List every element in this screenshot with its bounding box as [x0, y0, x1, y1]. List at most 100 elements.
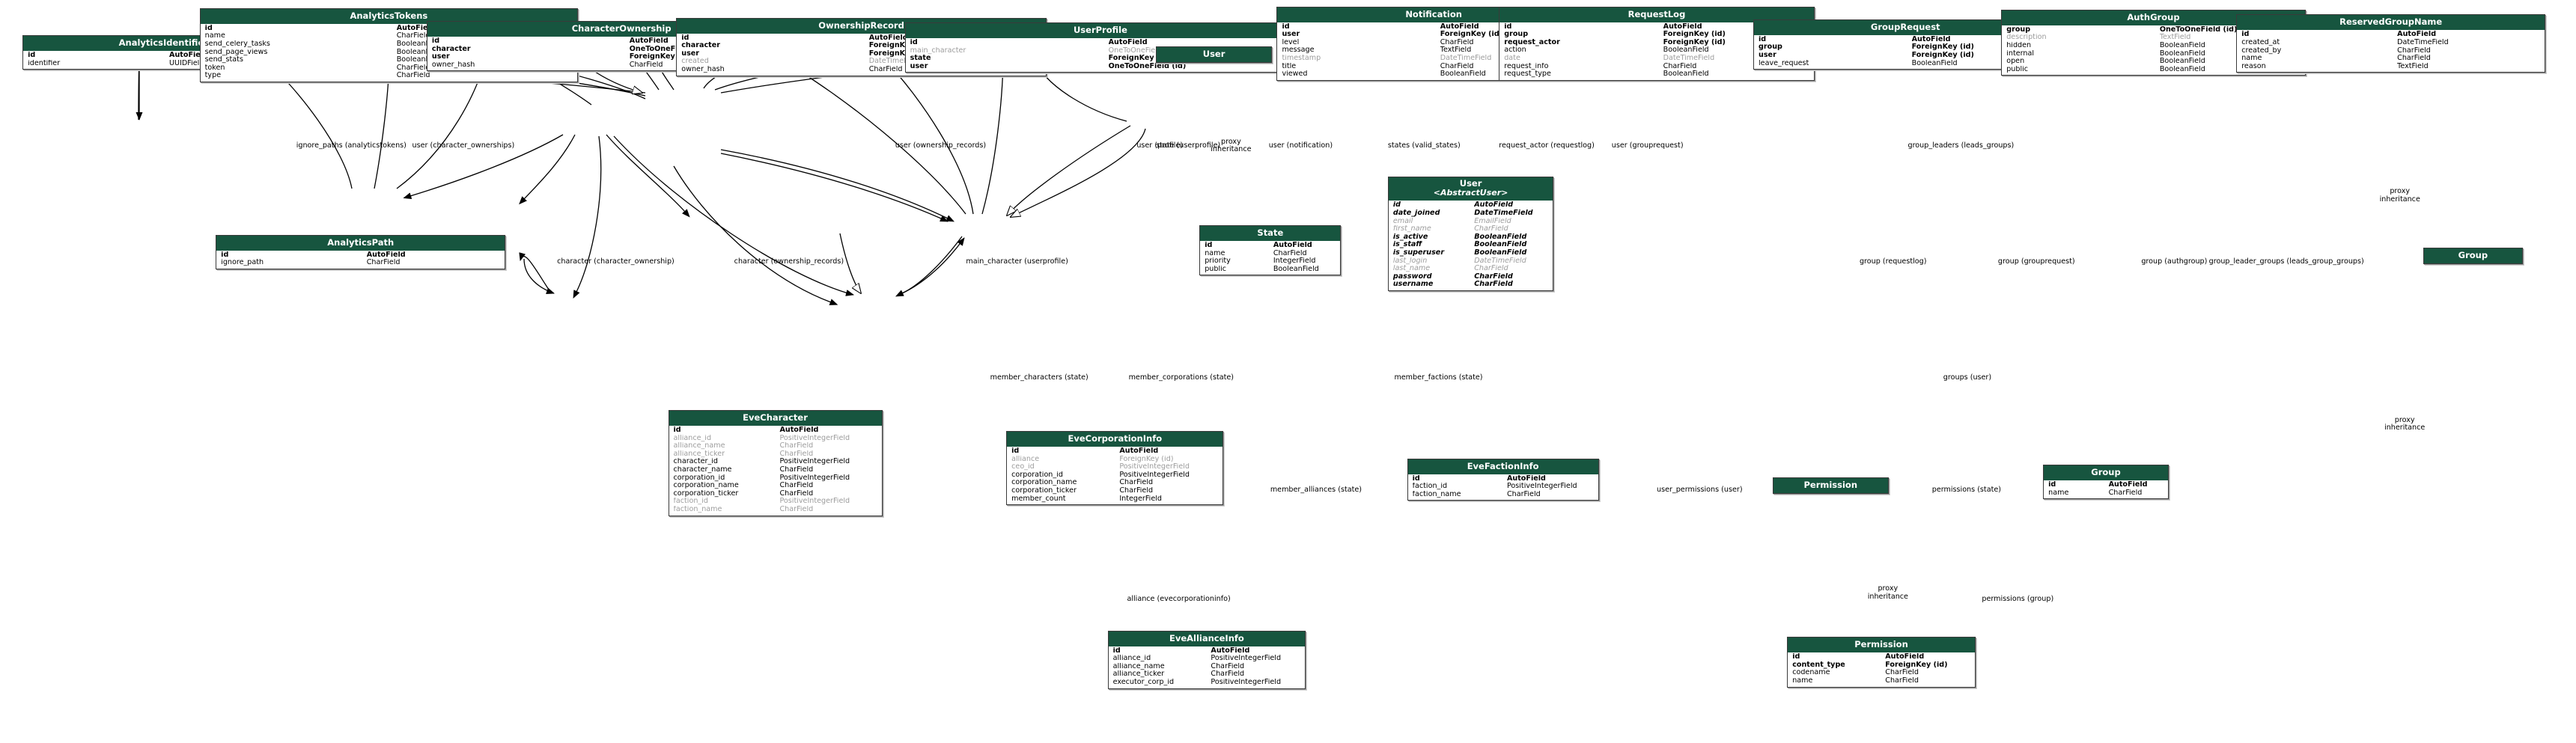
field-name: description	[2006, 34, 2047, 42]
edge-label-lbl-user-character-ownerships: user (character_ownerships)	[412, 141, 515, 150]
field-type: BooleanField	[1474, 241, 1527, 249]
edge-label-lbl-user-permissions-user: user_permissions (user)	[1657, 486, 1743, 494]
field-name: owner_hash	[431, 61, 475, 69]
field-name: owner_hash	[681, 66, 725, 74]
field-type: CharField	[1119, 479, 1154, 487]
field-name: id	[2048, 481, 2056, 489]
edge-label-line1: user (ownership_records)	[895, 141, 987, 150]
entity-user_proxy[interactable]: User	[1156, 46, 1272, 64]
edge-label-line1: member_factions (state)	[1394, 373, 1483, 382]
entity-name: State	[1257, 227, 1284, 238]
field-type: OneToOneField (id)	[629, 45, 707, 53]
field-type: CharField	[1211, 670, 1245, 679]
field-name: request_info	[1504, 62, 1549, 70]
field-name: alliance_ticker	[1112, 670, 1165, 679]
field-name: username	[1392, 281, 1434, 289]
field-name: internal	[2006, 49, 2035, 58]
edge-label-line1: main_character (userprofile)	[966, 257, 1068, 266]
edge-label-line1: member_alliances (state)	[1270, 486, 1362, 495]
field-type: AutoField	[1911, 35, 1951, 43]
field-name: message	[1282, 46, 1315, 55]
field-type: BooleanField	[1474, 248, 1527, 257]
field-name: member_count	[1011, 495, 1066, 503]
field-name: request_actor	[1504, 38, 1560, 46]
field-name: user	[1759, 51, 1776, 59]
entity-name: OwnershipRecord	[818, 19, 904, 31]
field-name: corporation_id	[673, 474, 725, 482]
entity-group_proxy[interactable]: Group	[2423, 248, 2524, 264]
field-type: PositiveIntegerField	[1211, 678, 1282, 686]
field-type: CharField	[1474, 272, 1513, 281]
edge-label-line1: group (grouprequest)	[1997, 257, 2075, 266]
field-name: user	[431, 53, 450, 61]
edge-label-lbl-character-ownership-records: character (ownership_records)	[734, 257, 844, 266]
field-type: BooleanField	[1273, 265, 1319, 273]
field-name: alliance_name	[1112, 662, 1165, 670]
field-type: AutoField	[396, 24, 436, 32]
field-name: id	[1112, 646, 1121, 655]
field-name: public	[1205, 265, 1227, 273]
field-name: identifier	[28, 59, 61, 67]
edge-label-line2: inheritance	[2384, 424, 2426, 432]
edge-label-line1: proxy	[2390, 187, 2411, 196]
edge-label-lbl-member-corporations-state: member_corporations (state)	[1129, 373, 1234, 382]
field-name: type	[204, 72, 222, 80]
entity-name: AnalyticsIdentifier	[118, 37, 208, 49]
field-name: request_type	[1504, 70, 1551, 79]
field-type: CharField	[779, 466, 814, 474]
field-name: alliance_id	[673, 434, 712, 442]
entity-name: GroupRequest	[1870, 21, 1940, 32]
field-name: action	[1504, 46, 1526, 55]
entity-title-user_abstract: User<AbstractUser>	[1388, 177, 1553, 201]
field-name: user	[681, 49, 700, 58]
edge-label-line1: character (ownership_records)	[734, 257, 844, 266]
field-type: AutoField	[1474, 201, 1514, 210]
edge-label-lbl-user-grouprequest: user (grouprequest)	[1612, 141, 1684, 150]
edge-label-line1: member_characters (state)	[990, 373, 1088, 382]
field-type: CharField	[1273, 249, 1307, 257]
field-name: token	[204, 64, 225, 72]
entity-permission_proxy[interactable]: Permission	[1772, 477, 1889, 495]
field-name: group	[2006, 25, 2031, 34]
entity-title-evealianceinfo: EveAllianceInfo	[1108, 631, 1306, 646]
entity-name: Group	[2458, 250, 2488, 260]
field-name: id	[204, 24, 213, 32]
entity-title-analyticstokens: AnalyticsTokens	[200, 8, 578, 24]
edge-label-line1: permissions (state)	[1931, 486, 2001, 495]
field-type: AutoField	[629, 37, 669, 45]
edge-label-lbl-member-characters-state: member_characters (state)	[990, 373, 1088, 382]
field-name: date_joined	[1392, 210, 1440, 218]
entity-name: Group	[2091, 467, 2121, 478]
field-type: IntegerField	[1273, 257, 1316, 266]
field-type: OneToOneField (id)	[1108, 62, 1187, 70]
